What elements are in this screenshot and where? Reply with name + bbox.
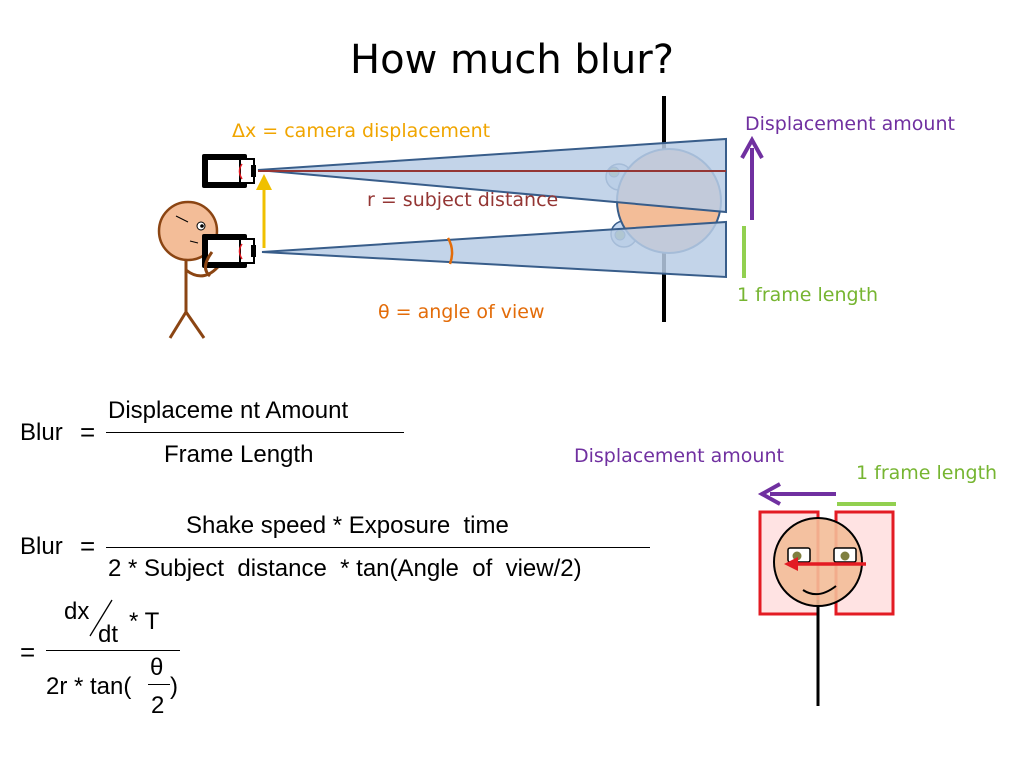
eq3-times-t: * T (129, 608, 160, 635)
camera-displacement-arrow (256, 174, 272, 248)
eq1-numerator: Displaceme nt Amount (108, 397, 349, 424)
eq2-numerator: Shake speed * Exposure time (186, 512, 509, 539)
eq2-denominator: 2 * Subject distance * tan(Angle of view… (108, 555, 582, 582)
angle-arc (446, 237, 454, 265)
frame-length-label-top: 1 frame length (737, 284, 879, 306)
camera-bottom-icon (202, 234, 256, 278)
eq3-fraction-line (46, 650, 180, 651)
eq1-fraction-line (106, 432, 404, 433)
angle-of-view-label: θ = angle of view (378, 301, 545, 323)
eq3-close-paren: ) (170, 673, 178, 700)
view-cone-top (257, 137, 727, 214)
eq3-inner-fraction-line (148, 684, 170, 685)
eq3-equals: = (20, 637, 36, 667)
displacement-amount-label-top: Displacement amount (745, 113, 955, 135)
camera-displacement-label: Δx = camera displacement (232, 120, 491, 142)
eq3-slash (89, 599, 113, 637)
eq1-equals: = (80, 417, 96, 447)
blurred-face-icon (773, 517, 866, 706)
frame-length-label-bottom: 1 frame length (856, 462, 998, 484)
eq3-denominator-prefix: 2r * tan( (46, 673, 132, 700)
view-cone-bottom (261, 220, 727, 279)
eq3-dx: dx (64, 598, 90, 625)
eq2-lhs: Blur (20, 533, 63, 560)
eq2-equals: = (80, 531, 96, 561)
slide-title: How much blur? (350, 37, 674, 83)
eq1-denominator: Frame Length (164, 441, 314, 468)
displacement-arrow-up-icon (740, 135, 764, 220)
eq3-two: 2 (151, 692, 165, 719)
eq3-dt: dt (98, 621, 119, 648)
eq1-lhs: Blur (20, 419, 63, 446)
eq2-fraction-line (106, 547, 650, 548)
camera-top-icon (202, 154, 256, 188)
subject-distance-label: r = subject distance (367, 189, 559, 211)
displacement-arrow-left-icon (757, 482, 836, 506)
displacement-amount-label-bottom: Displacement amount (574, 445, 784, 467)
eq3-theta: θ (150, 654, 164, 681)
person-icon (157, 200, 224, 339)
